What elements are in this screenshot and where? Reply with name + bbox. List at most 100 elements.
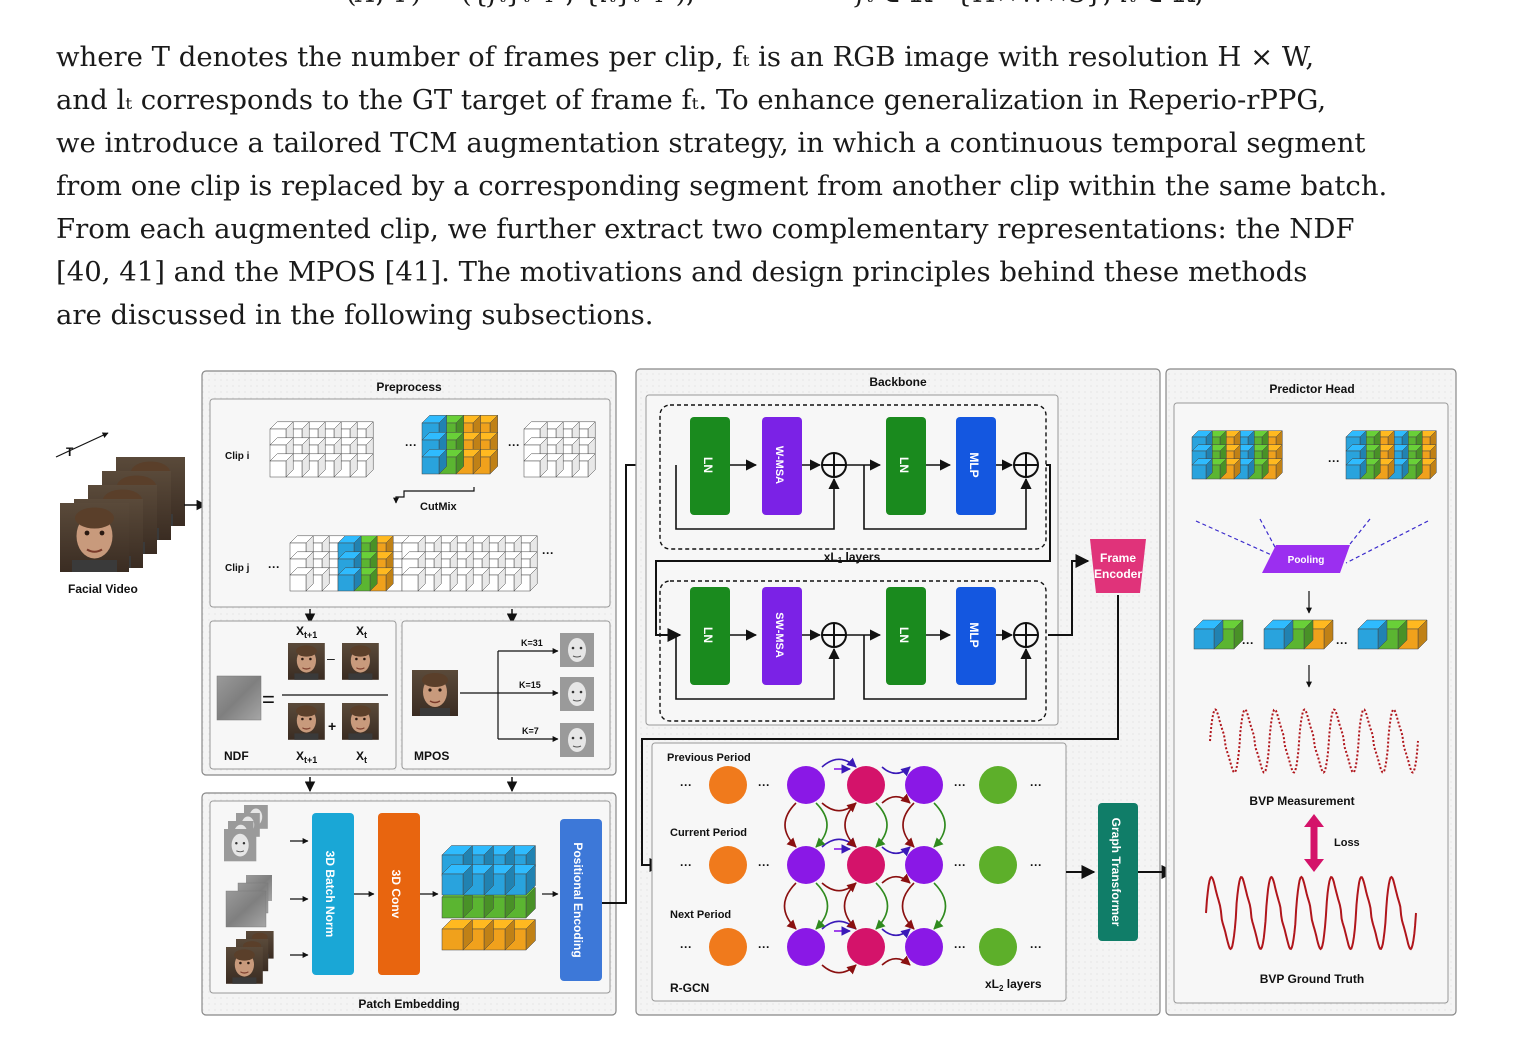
graph-edge: [815, 882, 829, 930]
paragraph-line: are discussed in the following subsectio…: [56, 299, 654, 331]
svg-text:Xt: Xt: [356, 624, 367, 640]
ln-label: LN: [701, 627, 715, 643]
graph-edge: [902, 802, 915, 848]
ln-block: [886, 417, 926, 515]
token-ellipsis: ···: [1242, 636, 1254, 650]
predictor-cube: [1345, 444, 1367, 466]
graph-edge: [901, 882, 915, 930]
patch-token-stack: [441, 844, 537, 951]
graph-transformer-label: Graph Transformer: [1109, 818, 1123, 927]
svg-text:xL2 layers: xL2 layers: [985, 977, 1042, 993]
green-node: [979, 928, 1017, 966]
graph-edge: [881, 846, 911, 857]
conv-label: 3D Conv: [389, 870, 403, 919]
x-t-top: X: [356, 624, 364, 638]
graph-edge: [783, 882, 797, 930]
x-t-bottom: X: [356, 749, 364, 763]
clip-cube: [401, 567, 426, 592]
swmsa-block: [762, 587, 802, 685]
purple-node: [905, 928, 943, 966]
predictor-cube: [1401, 458, 1423, 480]
graph-edge: [875, 802, 888, 848]
facial-video-caption: Facial Video: [68, 582, 138, 596]
ln-block: [690, 587, 730, 685]
frame-encoder-line2: Encoder: [1094, 567, 1142, 581]
ln-block: [886, 587, 926, 685]
purple-node: [905, 766, 943, 804]
graph-transformer: Graph Transformer: [1066, 803, 1176, 941]
loss-label: Loss: [1334, 837, 1360, 849]
orange-node: [709, 766, 747, 804]
svg-text:Xt: Xt: [356, 749, 367, 765]
paragraph-line: where T denotes the number of frames per…: [56, 41, 1315, 73]
green-node: [979, 846, 1017, 884]
clip-cube-colored: [421, 448, 448, 475]
mpos-label: MPOS: [414, 749, 449, 763]
x-t-top-sub: t: [364, 630, 367, 640]
orange-node: [709, 846, 747, 884]
patch-cube: [441, 863, 474, 896]
clip-i-ellipsis-left: ···: [405, 438, 417, 452]
purple-node: [905, 846, 943, 884]
pooling-label: Pooling: [1288, 555, 1325, 566]
equation-right: 𝑓ₜ ∈ ℝ^{H×W×3}, 𝑙ₜ ∈ ℝ,: [856, 0, 1204, 9]
magenta-node: [847, 928, 885, 966]
equation-fragment: (𝑋, 𝑌) = ({𝑓ₜ}ₜ₌₁ᵀ, {𝑙ₜ}ₜ₌₁ᵀ), 𝑓ₜ ∈ ℝ^{H…: [56, 0, 1460, 10]
graph-edge: [784, 802, 797, 848]
token-cube: [1193, 619, 1224, 650]
batch-norm-label: 3D Batch Norm: [323, 851, 337, 938]
token-ellipsis: ···: [1336, 636, 1348, 650]
ndf-plus: +: [328, 718, 336, 734]
previous-period-label: Previous Period: [667, 752, 751, 764]
time-axis-label: T: [66, 445, 74, 459]
cutmix-label: CutMix: [420, 501, 458, 513]
node-ellipsis: ···: [758, 778, 770, 792]
node-ellipsis: ···: [758, 940, 770, 954]
predictor-feature-cubes: ···: [1191, 430, 1437, 480]
clip-i-ellipsis-right: ···: [508, 438, 520, 452]
clip-j-label: Clip j: [225, 563, 250, 574]
node-ellipsis: ···: [1030, 940, 1042, 954]
graph-edge: [881, 928, 911, 939]
architecture-figure: T Facial Video Preprocess Clip i Clip j …: [55, 368, 1457, 1016]
positional-encoding-block: [560, 819, 602, 981]
paragraph-line: From each augmented clip, we further ext…: [56, 213, 1355, 245]
magenta-node: [847, 846, 885, 884]
token-cube: [1357, 619, 1388, 650]
green-node: [979, 766, 1017, 804]
ln-label: LN: [897, 457, 911, 473]
preprocess-panel: Preprocess Clip i Clip j ······ ······ C…: [201, 370, 617, 776]
node-ellipsis: ···: [680, 858, 692, 872]
node-ellipsis: ···: [954, 858, 966, 872]
node-ellipsis: ···: [1030, 778, 1042, 792]
node-ellipsis: ···: [954, 940, 966, 954]
mlp-block: [956, 417, 996, 515]
predictor-ellipsis: ···: [1328, 454, 1340, 468]
x-t1-bottom-sub: t+1: [304, 755, 317, 765]
graph-nodes: ····································: [680, 757, 1042, 975]
bvp-measurement-label: BVP Measurement: [1249, 794, 1354, 808]
current-period-label: Current Period: [670, 827, 747, 839]
ln-label: LN: [701, 457, 715, 473]
x-t1-top: X: [296, 624, 304, 638]
rgcn-label: R-GCN: [670, 981, 709, 995]
patch-embedding-title: Patch Embedding: [358, 997, 459, 1011]
ln-label: LN: [897, 627, 911, 643]
mpos-k7: K=7: [522, 726, 539, 736]
clip-cube-colored: [337, 567, 362, 592]
swmsa-label: SW-MSA: [773, 612, 785, 658]
clip-j-ellipsis-right: ···: [542, 546, 554, 560]
body-paragraph: where T denotes the number of frames per…: [56, 36, 1460, 337]
clip-j-cubes: ······: [268, 535, 554, 592]
svg-text:Xt+1: Xt+1: [296, 624, 317, 640]
graph-edge: [933, 802, 946, 848]
bvp-ground-truth-label: BVP Ground Truth: [1260, 972, 1364, 986]
frame-encoder-line1: Frame: [1100, 551, 1136, 565]
preprocess-title: Preprocess: [376, 380, 442, 394]
graph-edge: [881, 955, 911, 966]
layers2-sub: 2: [999, 984, 1004, 993]
paragraph-line: and lₜ corresponds to the GT target of f…: [56, 84, 1327, 116]
